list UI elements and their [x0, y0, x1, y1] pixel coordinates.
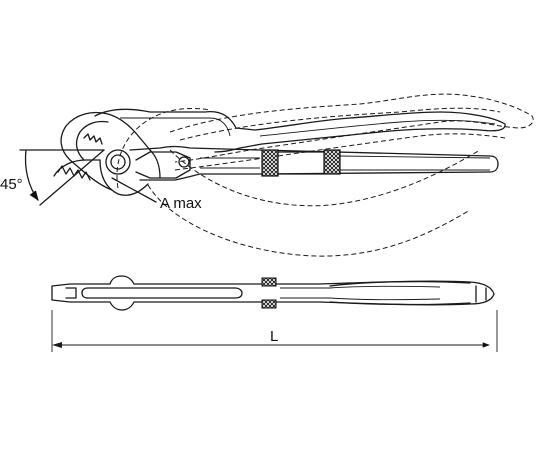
swing-arc-outer: [147, 184, 471, 257]
wrench-top-view: L: [51, 275, 498, 352]
handle-upper-outline: [94, 108, 506, 153]
jaw-teeth-lower: [57, 165, 91, 181]
knurl-ring-rear: [323, 149, 341, 175]
ring-tube: [277, 151, 325, 175]
body-link: [135, 151, 191, 179]
pivot-nut-inner: [110, 154, 126, 170]
opening-label: A max: [160, 195, 202, 212]
jaw-teeth-upper: [83, 133, 103, 145]
angle-reference-diagonal: [39, 149, 105, 206]
handle-ridge: [259, 119, 496, 137]
dimension-arrow-left: [52, 342, 62, 348]
top-view-inner-slot: [81, 287, 243, 299]
body-shoulder: [149, 149, 161, 179]
knurl-ring-front: [261, 149, 279, 177]
lower-jaw-back: [99, 159, 149, 196]
handle-ghost-lower: [174, 133, 506, 171]
top-view-outline: [51, 275, 495, 311]
pivot-pin: [178, 156, 190, 168]
body-outline-top: [129, 145, 499, 165]
opening-leader-line: [111, 177, 157, 203]
top-view-jaw-slot: [65, 287, 77, 299]
swing-arc-jaw: [116, 108, 211, 189]
wrench-side-view: 45° A max: [0, 93, 534, 257]
top-view-tip: [475, 285, 487, 303]
hook-jaw-outline: [60, 111, 151, 191]
handle-end-line: [339, 155, 491, 171]
body-outline-bottom: [139, 163, 499, 181]
top-view-handle-bulge: [329, 280, 471, 306]
handle-upper-inner: [120, 117, 231, 137]
handle-ghost-inner: [179, 107, 501, 141]
lower-jaw-outline: [53, 159, 101, 177]
angle-arc: [24, 149, 39, 202]
top-view-knurl-lower: [261, 299, 277, 309]
body-center-line: [200, 157, 260, 169]
pivot-nut-outer: [105, 149, 131, 175]
top-view-knurl-upper: [261, 277, 277, 287]
swing-arc-inner: [169, 149, 481, 207]
top-view-handle-line: [280, 285, 441, 301]
hook-jaw-inner: [75, 120, 109, 161]
handle-ghost-outline: [169, 93, 534, 163]
angle-label: 45°: [0, 176, 23, 193]
length-label: L: [270, 328, 278, 345]
